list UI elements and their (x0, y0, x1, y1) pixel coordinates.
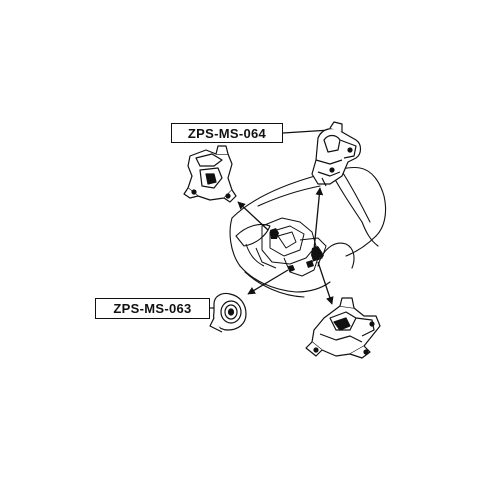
engine-block (245, 217, 327, 277)
arrow-to-lower-mount (317, 261, 334, 305)
part-number-label-upper: ZPS-MS-064 (171, 123, 283, 143)
part-number-text-lower: ZPS-MS-063 (113, 301, 192, 316)
part-number-text-upper: ZPS-MS-064 (187, 125, 267, 141)
upper-engine-mount-part (311, 121, 362, 187)
car-body-outline (229, 166, 387, 298)
arrow-to-round-mount (247, 269, 289, 295)
part-number-label-lower: ZPS-MS-063 (95, 298, 210, 319)
round-engine-mount-part (209, 292, 247, 333)
engine-mount-points (270, 228, 324, 272)
upper-left-engine-mount-part (183, 145, 237, 203)
lower-right-engine-mount-part (305, 297, 381, 359)
arrow-to-left-mount (237, 201, 269, 231)
pointer-arrows (237, 187, 334, 305)
label-064-leader (282, 129, 331, 134)
arrow-to-upper-mount (313, 187, 324, 251)
